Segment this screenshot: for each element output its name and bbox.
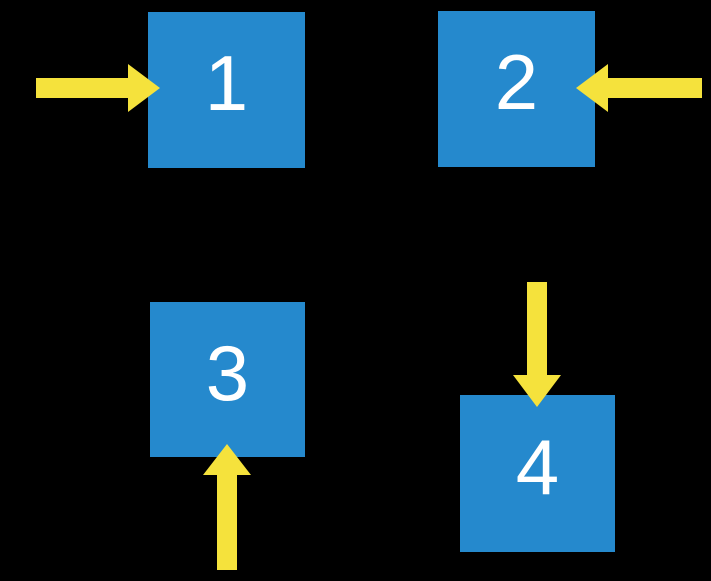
arrow-down-icon: [513, 282, 561, 407]
arrow-right-icon: [36, 64, 160, 112]
arrow-left-icon: [576, 64, 702, 112]
box-label: 2: [494, 38, 539, 126]
box-label: 4: [515, 422, 560, 511]
box-label: 3: [205, 328, 250, 417]
numbered-box-2: 2: [438, 11, 595, 167]
numbered-box-1: 1: [148, 12, 305, 168]
arrow-up-icon: [203, 444, 251, 570]
box-label: 1: [204, 39, 249, 127]
numbered-box-3: 3: [150, 302, 305, 457]
numbered-box-4: 4: [460, 395, 615, 552]
